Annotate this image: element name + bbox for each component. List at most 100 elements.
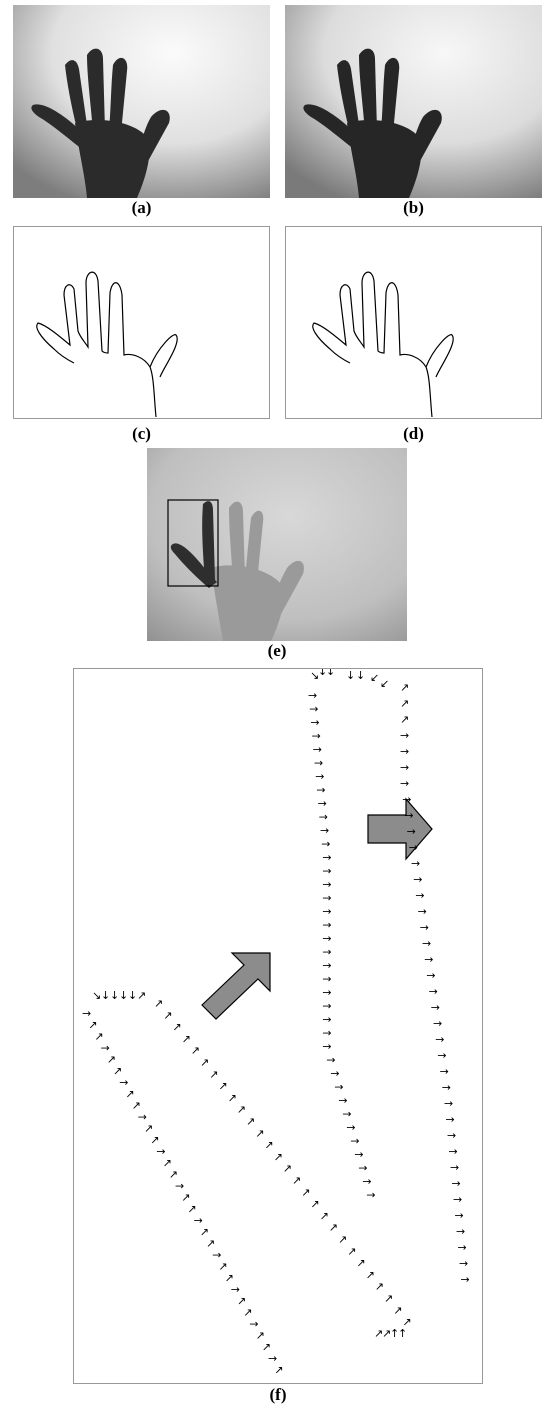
direction-arrow-icon: ↗: [209, 1068, 218, 1081]
direction-arrow-icon: →: [322, 986, 331, 999]
direction-arrow-icon: →: [450, 1161, 459, 1174]
direction-arrow-icon: →: [322, 865, 331, 878]
direction-arrow-icon: ↗: [256, 1329, 265, 1342]
direction-arrow-icon: →: [318, 797, 327, 810]
direction-arrow-icon: ↗: [374, 1327, 383, 1340]
direction-arrow-icon: →: [322, 932, 331, 945]
direction-arrow-icon: ↗: [132, 1099, 141, 1112]
direction-arrow-icon: ↗: [274, 1364, 283, 1377]
direction-arrow-icon: →: [411, 857, 420, 870]
direction-arrow-icon: →: [138, 1111, 147, 1124]
direction-arrow-icon: →: [322, 1013, 331, 1026]
direction-arrow-icon: ↗: [218, 1260, 227, 1273]
direction-arrow-icon: →: [418, 905, 427, 918]
caption-b: (b): [403, 198, 424, 217]
panel-e: [147, 448, 407, 641]
direction-arrow-icon: ↗: [301, 1186, 310, 1199]
direction-arrow-icon: ↗: [338, 1233, 347, 1246]
direction-arrow-icon: ↗: [237, 1103, 246, 1116]
direction-arrow-icon: ↗: [107, 1053, 116, 1066]
direction-arrow-icon: ↗: [347, 1245, 356, 1258]
direction-arrow-icon: ↓: [356, 669, 365, 682]
direction-arrow-icon: →: [400, 761, 409, 774]
direction-arrow-icon: →: [321, 838, 330, 851]
direction-arrow-icon: →: [415, 889, 424, 902]
direction-arrow-icon: →: [452, 1177, 461, 1190]
direction-arrow-icon: ↙: [380, 677, 389, 690]
direction-arrow-icon: ↓: [101, 989, 110, 1002]
direction-arrow-icon: →: [433, 1017, 442, 1030]
direction-arrow-icon: →: [400, 729, 409, 742]
direction-arrow-icon: →: [437, 1049, 446, 1062]
direction-arrow-icon: →: [320, 824, 329, 837]
direction-arrow-icon: ↗: [237, 1295, 246, 1308]
direction-arrow-icon: →: [316, 784, 325, 797]
hand-contour-d: [312, 271, 454, 418]
direction-arrow-icon: ↗: [88, 1019, 97, 1032]
direction-arrow-icon: →: [429, 985, 438, 998]
direction-arrow-icon: →: [420, 921, 429, 934]
direction-arrow-icon: →: [409, 841, 418, 854]
direction-arrow-icon: ↗: [163, 1009, 172, 1022]
direction-arrow-icon: →: [435, 1033, 444, 1046]
direction-arrow-icon: ↗: [137, 989, 146, 1002]
direction-arrow-icon: ↗: [400, 681, 409, 694]
direction-arrow-icon: ↗: [225, 1272, 234, 1285]
direction-arrow-icon: ↗: [262, 1341, 271, 1354]
direction-arrow-icon: ↗: [356, 1257, 365, 1270]
direction-arrow-icon: →: [326, 1054, 335, 1067]
direction-arrow-icon: →: [362, 1175, 371, 1188]
direction-arrow-icon: ↗: [320, 1209, 329, 1222]
direction-arrow-icon: →: [447, 1129, 456, 1142]
contour-line: [312, 271, 454, 418]
caption-f: (f): [269, 1385, 287, 1404]
direction-arrow-icon: ↗: [172, 1021, 181, 1034]
caption-c: (c): [132, 424, 151, 443]
caption-d: (d): [403, 424, 424, 443]
hand-contour-c: [36, 271, 178, 418]
direction-arrow-icon: →: [358, 1162, 367, 1175]
direction-arrow-icon: →: [431, 1001, 440, 1014]
direction-arrow-icon: →: [444, 1097, 453, 1110]
direction-arrow-icon: ↗: [400, 713, 409, 726]
direction-arrow-icon: →: [456, 1225, 465, 1238]
direction-arrow-icon: ↗: [292, 1174, 301, 1187]
direction-arrow-icon: ↗: [310, 1198, 319, 1211]
direction-arrow-icon: →: [156, 1145, 165, 1158]
direction-arrow-icon: →: [338, 1094, 347, 1107]
direction-arrow-icon: ↗: [384, 1292, 393, 1305]
direction-arrow-icon: ↗: [150, 1134, 159, 1147]
direction-arrow-icon: →: [322, 892, 331, 905]
direction-arrow-icon: →: [322, 1027, 331, 1040]
direction-arrow-icon: →: [422, 937, 431, 950]
direction-arrow-icon: →: [459, 1257, 468, 1270]
direction-arrow-icon: ↗: [255, 1127, 264, 1140]
direction-arrow-icon: ↗: [94, 1030, 103, 1043]
direction-arrow-icon: →: [194, 1214, 203, 1227]
direction-arrow-icon: ↘: [310, 669, 319, 682]
direction-arrow-icon: →: [440, 1065, 449, 1078]
hand-photo-e: [147, 448, 407, 641]
direction-arrow-icon: ↓: [119, 989, 128, 1002]
direction-arrow-icon: →: [453, 1193, 462, 1206]
direction-arrow-icon: →: [268, 1352, 277, 1365]
direction-arrow-icon: →: [455, 1209, 464, 1222]
direction-arrow-icon: →: [175, 1180, 184, 1193]
direction-arrow-icon: →: [449, 1145, 458, 1158]
direction-arrow-icon: →: [212, 1249, 221, 1262]
direction-arrow-icon: ↑: [398, 1327, 407, 1340]
direction-arrow-icon: →: [442, 1081, 451, 1094]
direction-arrow-icon: →: [458, 1241, 467, 1254]
direction-arrow-icon: ↗: [144, 1122, 153, 1135]
direction-arrow-icon: →: [354, 1148, 363, 1161]
direction-arrow-icon: ↗: [169, 1168, 178, 1181]
direction-arrow-icon: →: [342, 1108, 351, 1121]
direction-arrow-icon: →: [322, 946, 331, 959]
panel-c: [13, 226, 270, 419]
bounding-box: [167, 499, 219, 587]
direction-arrow-icon: ↓: [318, 669, 327, 678]
block-arrow-icon: [201, 952, 271, 1020]
direction-arrow-icon: →: [309, 703, 318, 716]
contour-line: [36, 271, 178, 418]
direction-arrow-icon: ↗: [393, 1304, 402, 1317]
